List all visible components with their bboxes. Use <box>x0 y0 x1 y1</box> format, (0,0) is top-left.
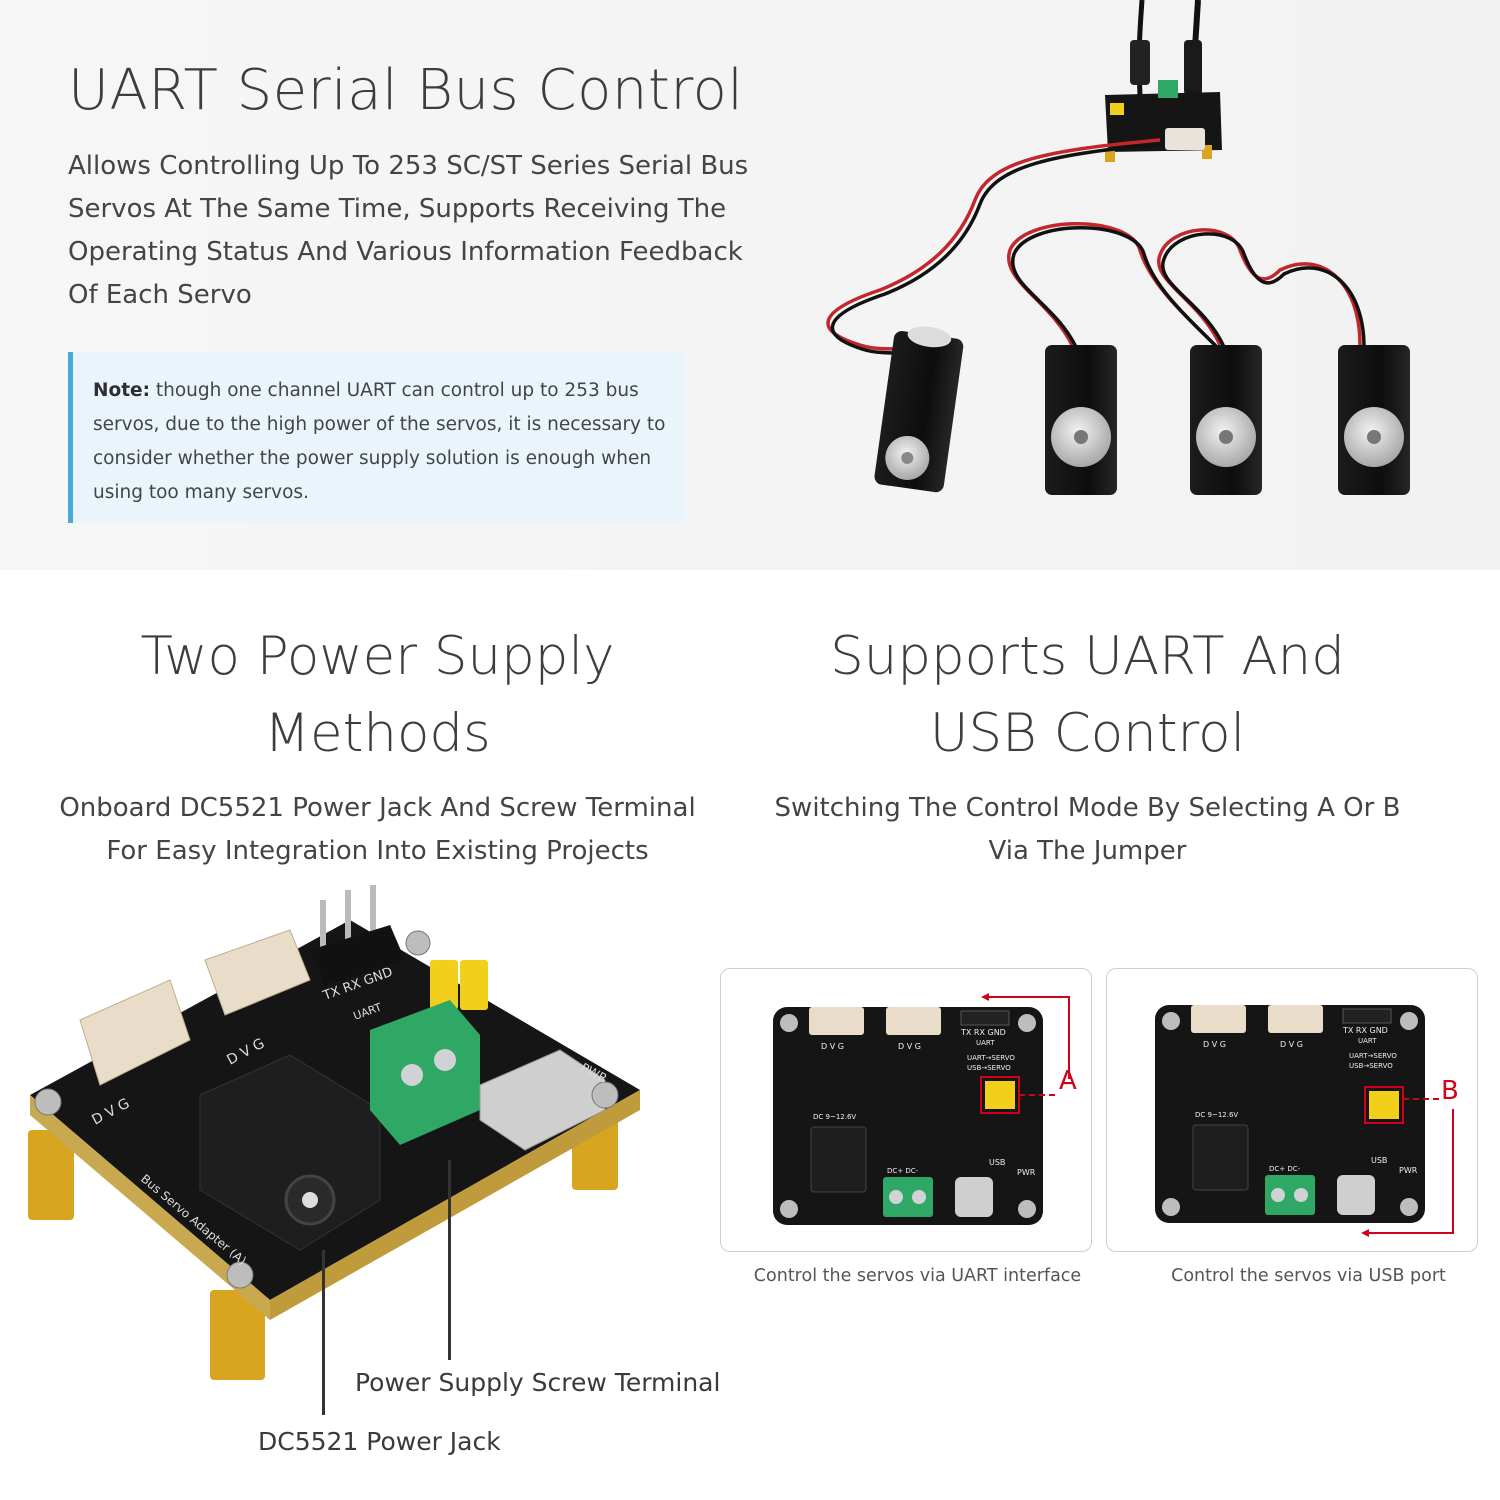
card-a-silk-pwr: PWR <box>1017 1168 1036 1177</box>
jack-leader-line <box>322 1250 325 1415</box>
card-a-silk-pins: TX RX GND <box>960 1028 1006 1037</box>
note-label: Note: <box>93 380 150 401</box>
screw-terminal-callout: Power Supply Screw Terminal <box>355 1368 721 1397</box>
card-b-silk-dvg-1: D V G <box>1203 1040 1226 1049</box>
card-a-silk-dvg-2: D V G <box>898 1042 921 1051</box>
card-b-silk-mode-a: UART→SERVO <box>1349 1052 1397 1060</box>
card-a-silk-dc-pins: DC+ DC- <box>887 1167 919 1175</box>
bus-servo-adapter-board-image: TX RX GND UART D V G D V G PWR Bus Servo… <box>28 885 640 1380</box>
power-subtitle-line1: Onboard DC5521 Power Jack And Screw Term… <box>59 793 696 823</box>
card-b-marker: B <box>1441 1076 1459 1106</box>
usb-mode-card: TX RX GND UART UART→SERVO USB→SERVO D V … <box>1106 968 1478 1252</box>
power-subtitle-line2: For Easy Integration Into Existing Proje… <box>106 836 649 866</box>
note-box: Note: though one channel UART can contro… <box>68 352 686 523</box>
card-a-silk-mode-a: UART→SERVO <box>967 1054 1015 1062</box>
card-b-silk-pins: TX RX GND <box>1342 1026 1388 1035</box>
card-a-silk-dc: DC 9~12.6V <box>813 1113 856 1121</box>
card-b-silk-dvg-2: D V G <box>1280 1040 1303 1049</box>
card-a-silk-dvg-1: D V G <box>821 1042 844 1051</box>
uart-mode-card: TX RX GND UART UART→SERVO USB→SERVO D V … <box>720 968 1092 1252</box>
power-section-title: Two Power Supply Methods <box>40 618 715 772</box>
usb-mode-board-image: TX RX GND UART UART→SERVO USB→SERVO D V … <box>1155 1005 1459 1237</box>
power-jack-callout: DC5521 Power Jack <box>258 1427 501 1456</box>
terminal-leader-line <box>448 1160 451 1360</box>
uart-section-description: Allows Controlling Up To 253 SC/ST Serie… <box>68 151 749 310</box>
control-title-line2: USB Control <box>929 703 1246 764</box>
card-b-silk-dc: DC 9~12.6V <box>1195 1111 1238 1119</box>
card-a-silk-uart: UART <box>976 1039 995 1047</box>
card-a-silk-usb: USB <box>989 1158 1005 1167</box>
power-title-line2: Methods <box>264 703 491 764</box>
note-text: though one channel UART can control up t… <box>93 380 666 503</box>
control-section-title: Supports UART And USB Control <box>740 618 1435 772</box>
card-b-silk-usb: USB <box>1371 1156 1387 1165</box>
servo-chain-image <box>826 0 1410 495</box>
usb-mode-caption: Control the servos via USB port <box>1171 1266 1446 1286</box>
uart-mode-caption: Control the servos via UART interface <box>753 1266 1082 1286</box>
power-section-subtitle: Onboard DC5521 Power Jack And Screw Term… <box>40 787 715 873</box>
uart-section: UART Serial Bus Control Allows Controlli… <box>0 0 1500 570</box>
card-b-silk-mode-b: USB→SERVO <box>1349 1062 1393 1070</box>
uart-section-title: UART Serial Bus Control <box>68 58 744 123</box>
card-b-silk-uart: UART <box>1358 1037 1377 1045</box>
power-title-line1: Two Power Supply <box>140 626 615 687</box>
control-subtitle-line2: Via The Jumper <box>988 836 1187 866</box>
uart-mode-board-image: TX RX GND UART UART→SERVO USB→SERVO D V … <box>773 993 1077 1225</box>
card-b-silk-dc-pins: DC+ DC- <box>1269 1165 1301 1173</box>
control-title-line1: Supports UART And <box>830 626 1345 687</box>
card-a-marker: A <box>1059 1066 1077 1096</box>
control-section-subtitle: Switching The Control Mode By Selecting … <box>740 787 1435 873</box>
card-b-silk-pwr: PWR <box>1399 1166 1418 1175</box>
control-subtitle-line1: Switching The Control Mode By Selecting … <box>774 793 1401 823</box>
card-a-silk-mode-b: USB→SERVO <box>967 1064 1011 1072</box>
